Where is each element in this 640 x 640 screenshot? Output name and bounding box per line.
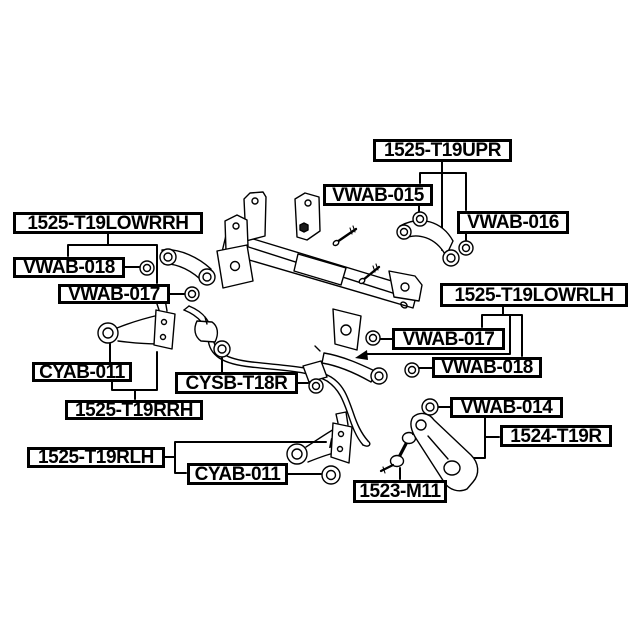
rear-subframe [216,191,423,351]
part-label-1525-t19rrh: 1525-T19RRH [65,400,203,420]
bushing-vwab015 [412,211,428,227]
bushing-cysb [213,340,231,358]
part-label-vwab-015: VWAB-015 [323,184,433,206]
part-label-1525-t19upr: 1525-T19UPR [373,139,512,162]
mounting-bolts [299,222,381,285]
part-label-cyab-011-upper: CYAB-011 [32,362,132,382]
upper-arm [396,219,460,267]
bushing-vwab017-left [184,286,200,302]
bushing-vwab018-right [404,362,420,378]
part-label-vwab-014: VWAB-014 [450,397,563,418]
stabilizer-bar [183,305,371,447]
part-label-vwab-016: VWAB-016 [457,211,569,234]
part-label-vwab-018-right: VWAB-018 [432,357,542,378]
trailing-arm-rh [97,298,176,350]
part-label-1524-t19r: 1524-T19R [500,425,612,447]
lateral-arm-rh [159,248,216,286]
bushing-cyab-lower [321,465,341,485]
part-label-cysb-t18r: CYSB-T18R [175,372,298,394]
nut [299,222,309,233]
part-label-1525-t19lowrlh: 1525-T19LOWRLH [440,283,628,307]
toe-arm-lh [313,345,388,385]
part-label-cyab-011-lower: CYAB-011 [187,463,288,485]
stabilizer-link [379,423,428,474]
bushing-vwab014 [421,398,439,416]
bushing-vwab018-left [139,260,155,276]
arrow-to-toe-arm [355,350,368,360]
part-label-1525-t19rlh: 1525-T19RLH [27,447,165,468]
bushing-vwab017-right [365,330,381,346]
bushing-vwab016 [458,240,474,256]
trailing-arm-lh [286,411,353,465]
part-label-vwab-017-right: VWAB-017 [392,328,505,350]
lower-arm-1524 [410,412,479,492]
part-label-1523-m11: 1523-M11 [353,480,447,503]
bushings [139,211,474,485]
part-label-1525-t19lowrrh: 1525-T19LOWRRH [13,212,203,234]
part-label-vwab-018-left: VWAB-018 [13,257,125,278]
part-label-vwab-017-left: VWAB-017 [58,284,170,304]
